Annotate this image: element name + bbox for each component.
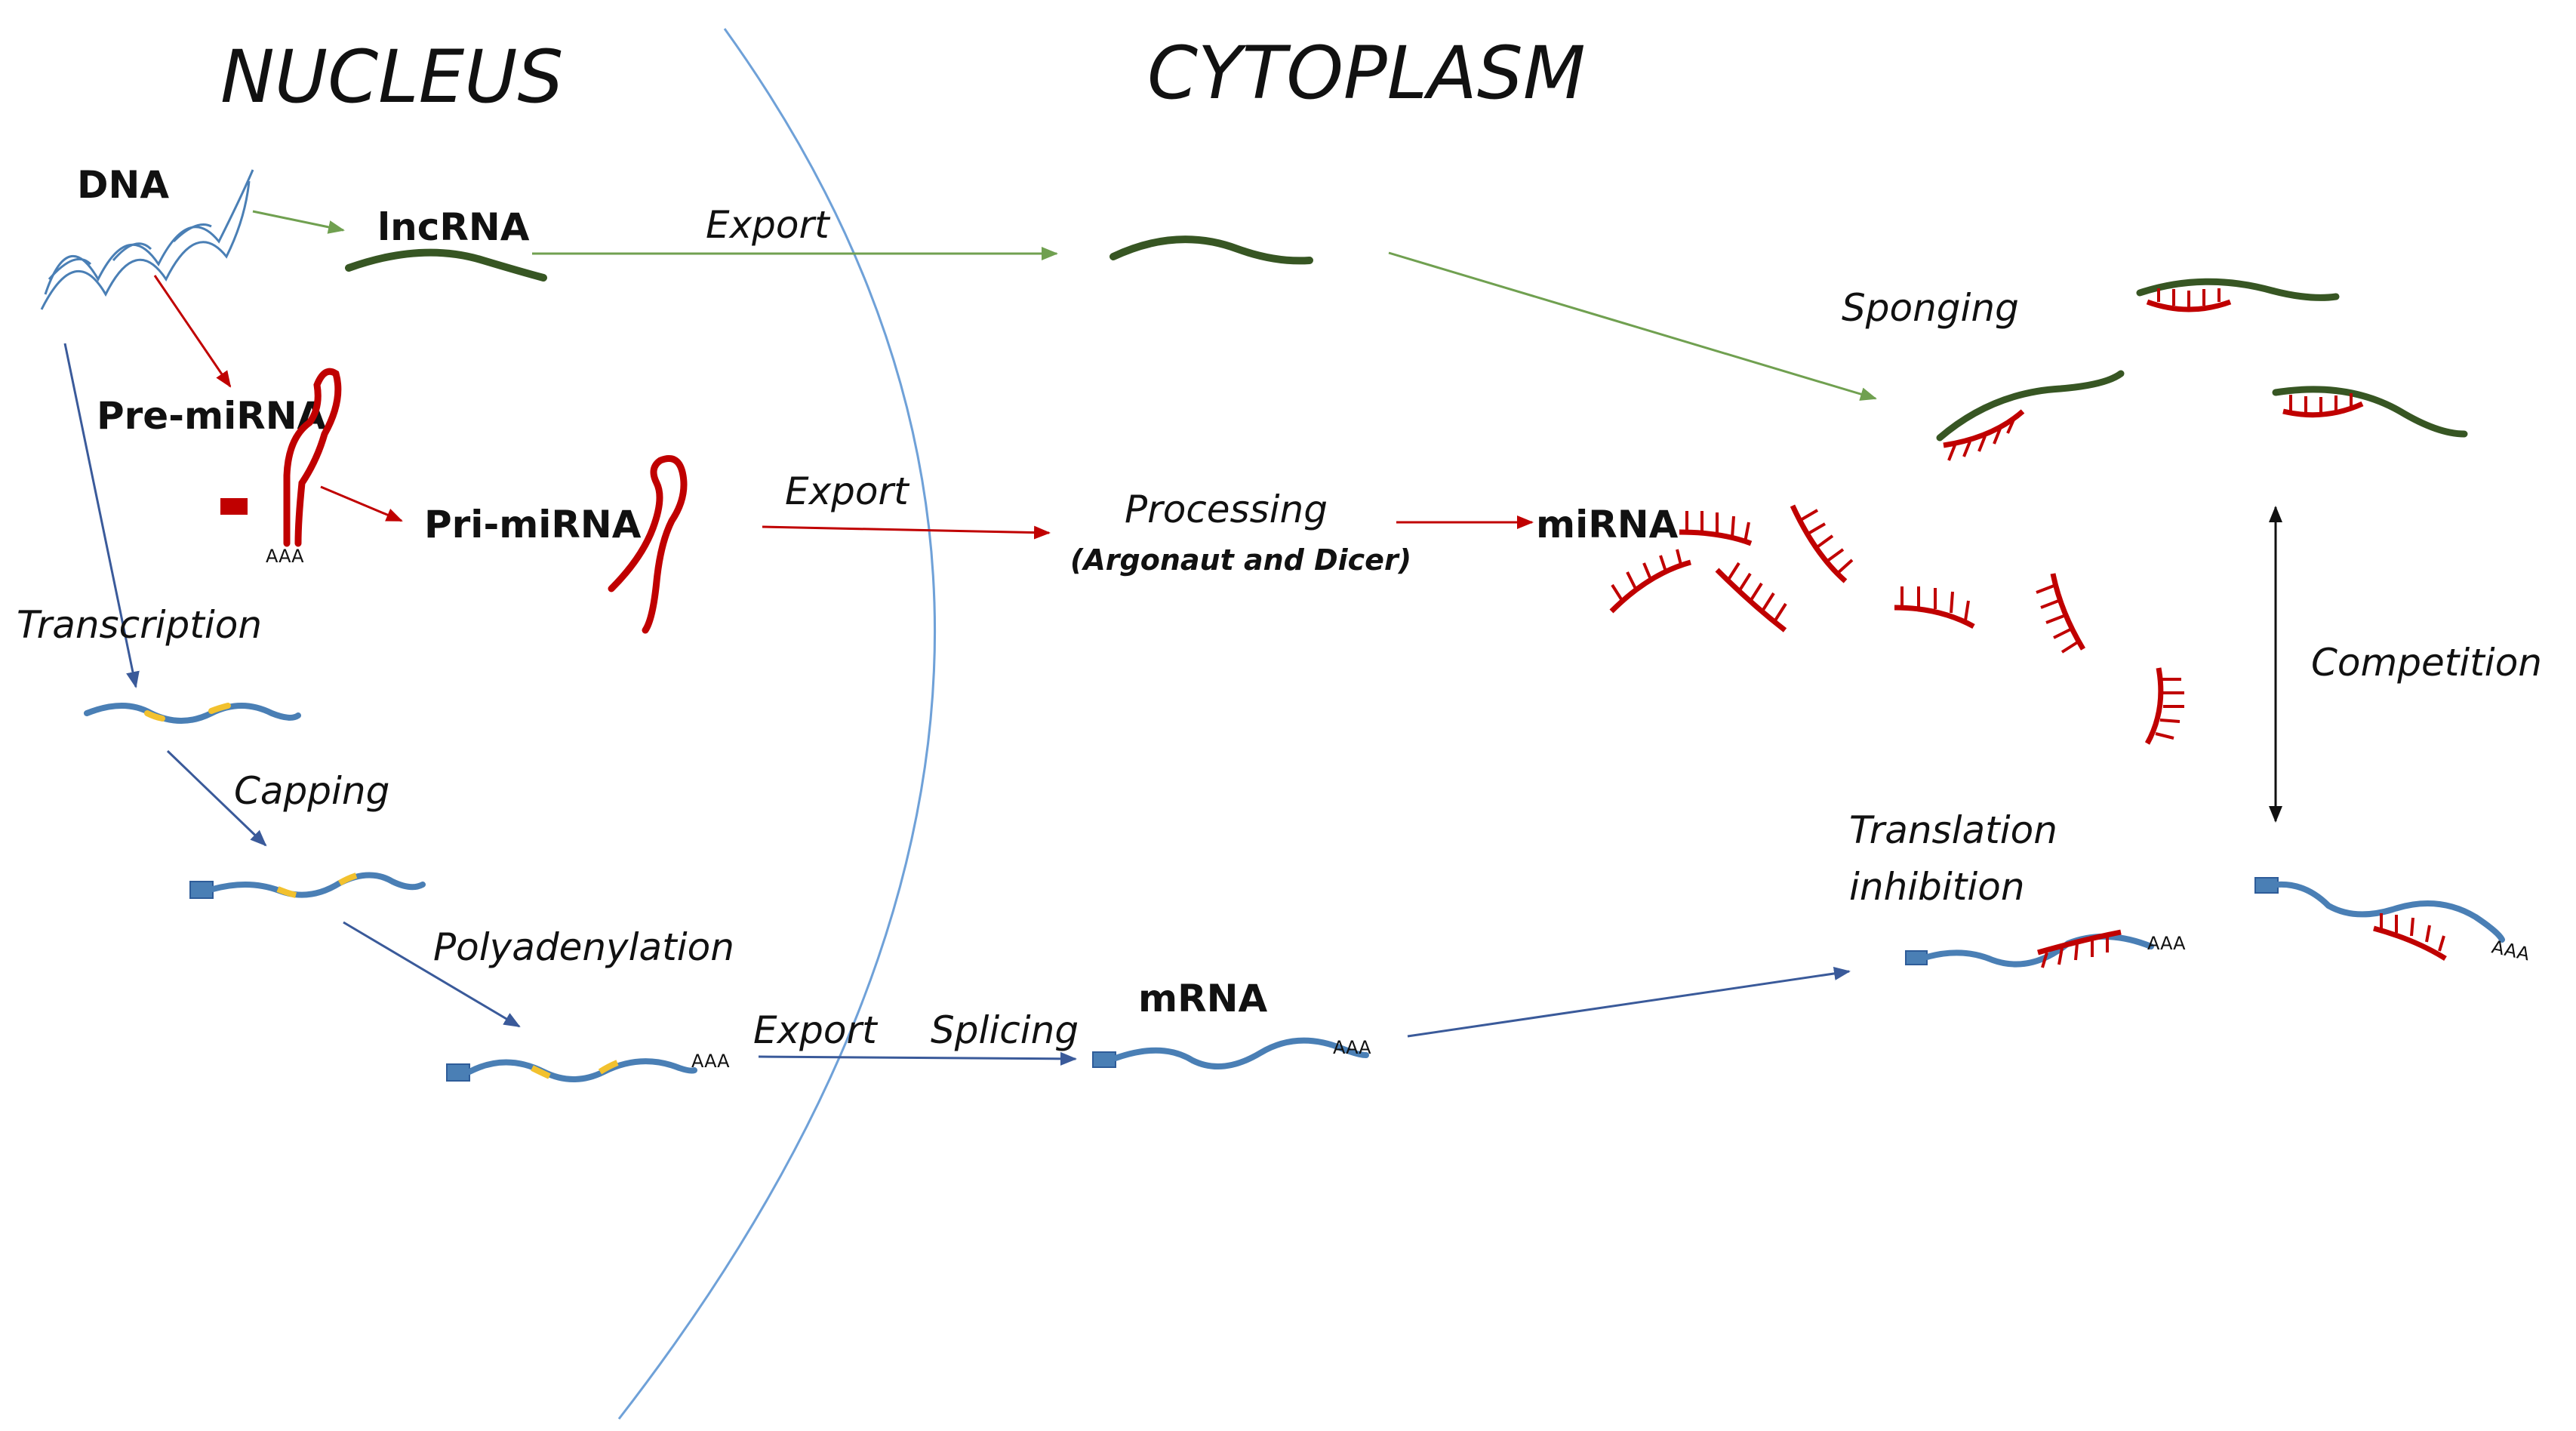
competition-label: Competition bbox=[2311, 641, 2542, 685]
capped-transcript bbox=[189, 872, 426, 899]
nuclear-membrane bbox=[617, 28, 937, 1420]
polyadenylated-transcript bbox=[446, 1058, 697, 1082]
export-mirna-label: Export bbox=[785, 469, 910, 513]
arrow-pre-to-pri-mirna bbox=[320, 485, 403, 522]
pre-mirna-label: Pre-miRNA bbox=[97, 394, 327, 438]
free-mirna-5 bbox=[1894, 586, 1975, 629]
translation-label-line1: Translation bbox=[1849, 808, 2057, 852]
lncrna-label: lncRNA bbox=[377, 205, 530, 249]
processing-detail-label: (Argonaut and Dicer) bbox=[1070, 543, 1411, 577]
nucleus-title: NUCLEUS bbox=[220, 35, 563, 119]
pre-mirna-hairpin bbox=[283, 368, 342, 547]
primary-transcript bbox=[84, 703, 301, 724]
capping-label: Capping bbox=[234, 769, 389, 813]
arrow-lncrna-to-sponging bbox=[1388, 251, 1877, 401]
free-mirna-7 bbox=[2144, 667, 2184, 745]
polyadenylation-label: Polyadenylation bbox=[433, 925, 734, 969]
pri-mirna-hairpin bbox=[608, 455, 688, 634]
free-mirna-1 bbox=[1679, 511, 1753, 546]
inhibited-mrna-right bbox=[2254, 877, 2505, 961]
arrow-dna-to-lncrna bbox=[252, 210, 345, 234]
arrow-mrna-to-translation bbox=[1407, 967, 1851, 1038]
export-lncrna-label: Export bbox=[706, 203, 831, 247]
inhibited-mrna-right-polya: AAA bbox=[2490, 936, 2532, 965]
free-mirna-6 bbox=[2036, 573, 2086, 654]
sponge-complex-top bbox=[2136, 278, 2340, 312]
export-mrna-label: Export bbox=[753, 1008, 879, 1052]
pre-mirna-cap bbox=[220, 498, 248, 515]
inhibited-mrna-left bbox=[1905, 929, 2154, 968]
splicing-label: Splicing bbox=[931, 1008, 1079, 1052]
sponge-complex-left bbox=[1936, 370, 2125, 461]
arrow-polyadenylation bbox=[343, 921, 521, 1028]
free-mirna-3 bbox=[1609, 549, 1691, 614]
transcript-polya: AAA bbox=[691, 1051, 730, 1072]
lncrna-strand-nucleus bbox=[345, 248, 547, 282]
mature-mrna bbox=[1092, 1037, 1369, 1069]
free-mirna-4 bbox=[1715, 562, 1787, 632]
mirna-label: miRNA bbox=[1536, 503, 1679, 546]
transcription-label: Transcription bbox=[17, 603, 262, 647]
sponge-complex-right bbox=[2272, 386, 2468, 438]
processing-label: Processing bbox=[1125, 488, 1328, 531]
pre-mirna-polya: AAA bbox=[266, 546, 304, 567]
translation-label-line2: inhibition bbox=[1849, 865, 2025, 909]
mrna-polya: AAA bbox=[1333, 1037, 1371, 1058]
arrow-export-mrna bbox=[758, 1051, 1077, 1066]
dna-label: DNA bbox=[77, 163, 169, 207]
sponging-label: Sponging bbox=[1842, 286, 2019, 330]
arrow-dna-to-pre-mirna bbox=[153, 275, 232, 388]
arrow-export-mirna bbox=[762, 525, 1051, 540]
cytoplasm-title: CYTOPLASM bbox=[1147, 31, 1586, 115]
dna-icon bbox=[40, 169, 254, 310]
free-mirna-2 bbox=[1790, 504, 1854, 583]
arrow-capping bbox=[166, 749, 267, 847]
arrow-transcription bbox=[63, 343, 140, 688]
mrna-label: mRNA bbox=[1138, 977, 1267, 1020]
inhibited-mrna-left-polya: AAA bbox=[2147, 933, 2186, 954]
pri-mirna-label: Pri-miRNA bbox=[424, 503, 642, 546]
lncrna-strand-cytoplasm bbox=[1109, 235, 1313, 265]
